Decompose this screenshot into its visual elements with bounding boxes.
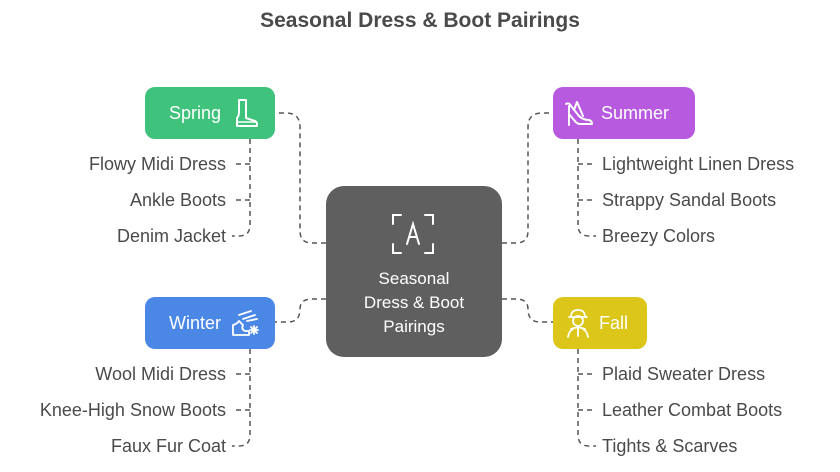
diagram-title: Seasonal Dress & Boot Pairings — [260, 9, 580, 32]
boot-icon — [236, 99, 259, 127]
spring-item: Ankle Boots — [129, 190, 226, 210]
center-label-line: Pairings — [383, 317, 445, 336]
summer-item: Lightweight Linen Dress — [602, 154, 795, 174]
summer-label: Summer — [601, 102, 670, 123]
spring-label: Spring — [169, 102, 222, 123]
person-scarf-icon — [567, 309, 589, 338]
summer-node[interactable]: Summer — [553, 87, 695, 139]
summer-item: Breezy Colors — [602, 226, 716, 246]
center-label-line: Seasonal — [378, 269, 450, 288]
fall-item: Tights & Scarves — [602, 436, 738, 456]
fall-label: Fall — [599, 312, 629, 333]
summer-item: Strappy Sandal Boots — [602, 190, 777, 210]
winter-item: Wool Midi Dress — [95, 364, 226, 384]
spring-node[interactable]: Spring — [145, 87, 275, 139]
center-label: Seasonal Dress & Boot Pairings — [326, 267, 502, 339]
center-node: Seasonal Dress & Boot Pairings — [326, 186, 502, 357]
winter-item: Knee-High Snow Boots — [39, 400, 226, 420]
fall-item: Leather Combat Boots — [602, 400, 783, 420]
fall-node[interactable]: Fall — [553, 297, 647, 349]
spring-item: Denim Jacket — [116, 226, 226, 246]
winter-node[interactable]: Winter — [145, 297, 275, 349]
winter-item: Faux Fur Coat — [110, 436, 226, 456]
snow-boot-icon — [232, 310, 259, 336]
center-label-line: Dress & Boot — [363, 293, 465, 312]
winter-label: Winter — [169, 312, 222, 333]
high-heel-icon — [565, 101, 593, 126]
fall-item: Plaid Sweater Dress — [602, 364, 766, 384]
spring-item: Flowy Midi Dress — [88, 154, 226, 174]
focus-frame-icon — [392, 214, 434, 254]
